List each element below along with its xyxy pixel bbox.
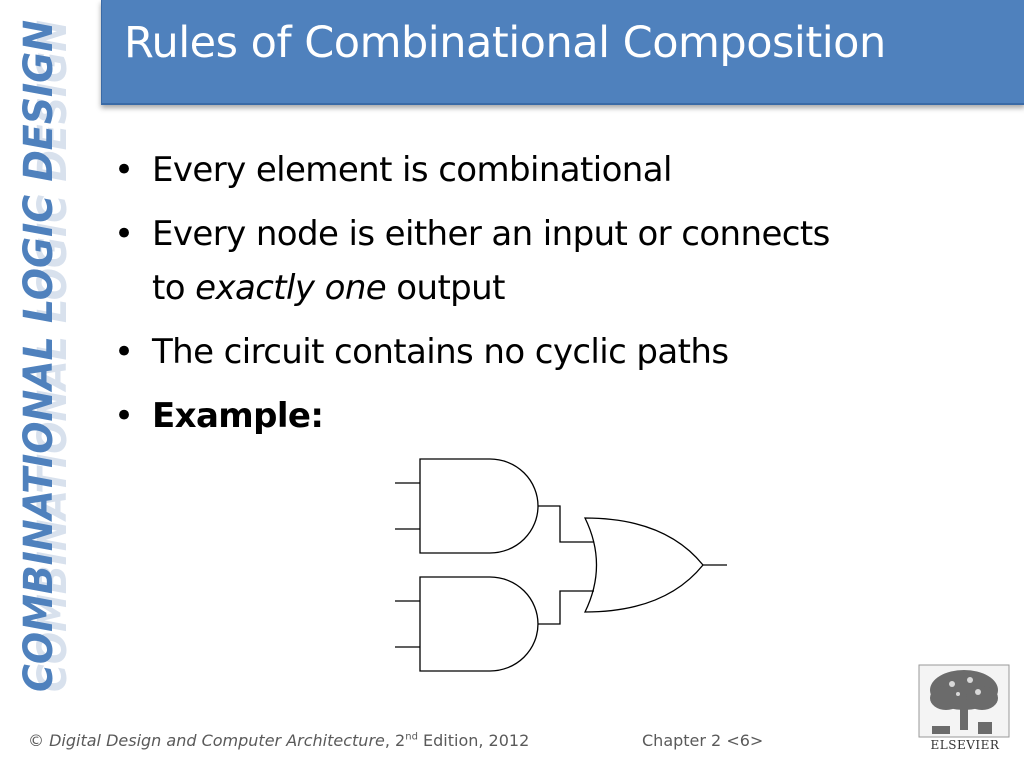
title-bar: Rules of Combinational Composition [101, 0, 1024, 105]
bullet-text: Every element is combinational [152, 150, 672, 190]
copyright-symbol: © [28, 731, 44, 750]
wire-top [538, 505, 594, 543]
bullet-item: • Every element is combinational [112, 143, 972, 197]
bullet-text-example: Example: [152, 396, 324, 436]
wire-bottom [538, 590, 594, 625]
bullet-text: The circuit contains no cyclic paths [152, 332, 729, 372]
and-gate-top [419, 458, 539, 554]
elsevier-tree-logo [918, 664, 1010, 738]
bullet-item: • The circuit contains no cyclic paths [112, 325, 972, 379]
bullet-text-line2-pre: to [152, 268, 196, 308]
side-title-main: COMBINATIONAL LOGIC DESIGN [16, 20, 62, 692]
bullet-dot: • [114, 332, 134, 372]
edition-post: Edition, 2012 [417, 731, 530, 750]
edition-pre: , 2 [384, 731, 406, 750]
bullet-item: • Every node is either an input or conne… [112, 207, 972, 315]
publisher-name: ELSEVIER [930, 738, 1000, 752]
or-gate [583, 517, 704, 613]
bullet-item: • Example: [112, 389, 972, 443]
side-title-reflection: COMBINATIONAL LOGIC DESIGN [30, 20, 76, 692]
slide-title: Rules of Combinational Composition [124, 18, 886, 68]
and-gate-bottom [419, 576, 539, 672]
book-title: Digital Design and Computer Architecture [49, 731, 385, 750]
bullet-text-emphasis: exactly one [195, 268, 387, 308]
bullet-dot: • [114, 214, 134, 254]
bullet-text-line1: Every node is either an input or connect… [152, 214, 830, 254]
bullet-text-line2-post: output [386, 268, 505, 308]
footer-copyright: © Digital Design and Computer Architectu… [28, 731, 529, 750]
side-title: COMBINATIONAL LOGIC DESIGN COMBINATIONAL… [16, 20, 76, 692]
bullet-list: • Every element is combinational • Every… [112, 143, 972, 453]
circuit-diagram [395, 458, 727, 672]
chapter-label: Chapter 2 <6> [642, 731, 764, 750]
bullet-dot: • [114, 396, 134, 436]
bullet-dot: • [114, 150, 134, 190]
edition-sup: nd [405, 731, 418, 743]
